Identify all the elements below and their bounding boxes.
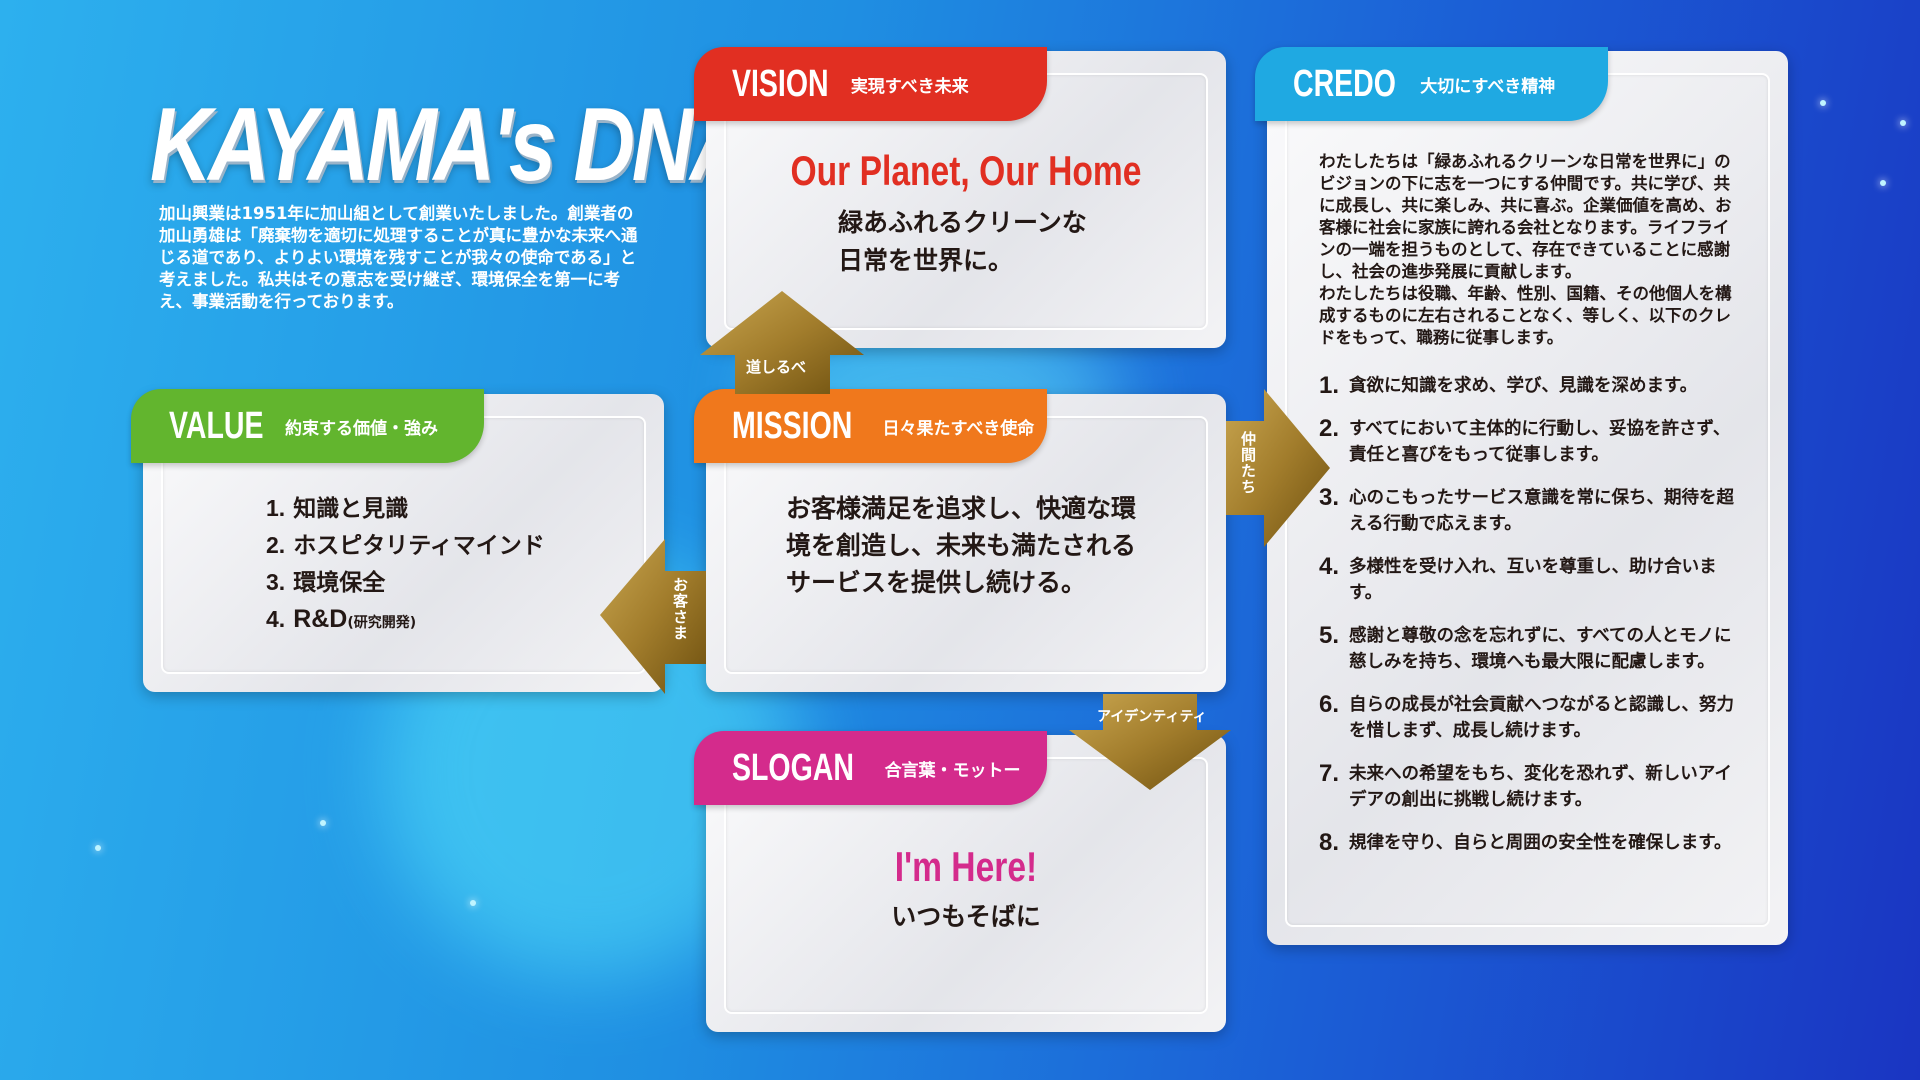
value-list: 1.知識と見識 2.ホスピタリティマインド 3.環境保全 4.R&D(研究開発) [266, 490, 545, 641]
sparkle [1900, 120, 1906, 126]
arrow-left-icon: お客さま [600, 539, 706, 694]
vision-header: VISION 実現すべき未来 [694, 47, 1047, 121]
vision-line: 緑あふれるクリーンな [838, 208, 1087, 237]
credo-label: CREDO [1293, 62, 1396, 105]
mission-header: MISSION 日々果たすべき使命 [694, 389, 1047, 463]
value-item: 1.知識と見識 [266, 495, 409, 522]
mission-text: お客様満足を追求し、快適な環境を創造し、未来も満たされるサービスを提供し続ける。 [786, 494, 1137, 597]
value-item: 3.環境保全 [266, 569, 386, 596]
value-header: VALUE 約束する価値・強み [131, 389, 484, 463]
credo-intro: わたしたちは「緑あふれるクリーンな日常を世界に」のビジョンの下に志を一つにする仲… [1319, 152, 1732, 347]
arrow-right-label: 仲間たち [1239, 431, 1257, 495]
credo-item: 6.自らの成長が社会貢献へつながると認識し、努力を惜しまず、成長し続けます。 [1319, 691, 1734, 742]
value-item: 2.ホスピタリティマインド [266, 532, 545, 559]
mission-label: MISSION [732, 404, 853, 447]
page-title: KAYAMA's DNA [150, 87, 752, 203]
credo-item: 3.心のこもったサービス意識を常に保ち、期待を超える行動で応えます。 [1319, 484, 1734, 535]
credo-item: 4.多様性を受け入れ、互いを尊重し、助け合います。 [1319, 553, 1717, 604]
slogan-sub: 合言葉・モットー [884, 760, 1021, 781]
value-sub: 約束する価値・強み [284, 418, 438, 439]
credo-item: 8.規律を守り、自らと周囲の安全性を確保します。 [1319, 829, 1732, 856]
credo-sub: 大切にすべき精神 [1420, 76, 1556, 97]
credo-list: 1.貪欲に知識を求め、学び、見識を深めます。 2.すべてにおいて主体的に行動し、… [1319, 373, 1739, 873]
slogan-headline: I'm Here! [894, 843, 1038, 890]
vision-line: 日常を世界に。 [838, 246, 1014, 275]
arrow-up-label: 道しるべ [746, 358, 807, 376]
sparkle [95, 845, 101, 851]
arrow-down-label: アイデンティティ [1097, 709, 1207, 725]
arrow-left-label: お客さま [671, 577, 689, 641]
vision-headline: Our Planet, Our Home [790, 147, 1142, 194]
sparkle [1880, 180, 1886, 186]
credo-header: CREDO 大切にすべき精神 [1255, 47, 1608, 121]
arrow-up-icon: 道しるべ [700, 291, 865, 394]
credo-card: わたしたちは「緑あふれるクリーンな日常を世界に」のビジョンの下に志を一つにする仲… [1267, 51, 1788, 945]
sparkle [320, 820, 326, 826]
credo-item: 5.感謝と尊敬の念を忘れずに、すべての人とモノに慈しみを持ち、環境へも最大限に配… [1319, 622, 1732, 673]
sparkle [470, 900, 476, 906]
slogan-text: いつもそばに [891, 902, 1041, 931]
credo-item: 2.すべてにおいて主体的に行動し、妥協を許さず、責任と喜びをもって従事します。 [1319, 415, 1731, 466]
credo-item: 7.未来への希望をもち、変化を恐れず、新しいアイデアの創出に挑戦し続けます。 [1319, 760, 1732, 811]
vision-label: VISION [732, 62, 829, 105]
value-item: 4.R&D(研究開発) [266, 605, 417, 633]
arrow-right-icon: 仲間たち [1226, 389, 1330, 547]
slogan-label: SLOGAN [732, 746, 854, 789]
mission-sub: 日々果たすべき使命 [882, 418, 1035, 439]
vision-text: 緑あふれるクリーンな 日常を世界に。 [838, 204, 1087, 280]
credo-item: 1.貪欲に知識を求め、学び、見識を深めます。 [1319, 372, 1698, 399]
company-intro: 加山興業は1951年に加山組として創業いたしました。創業者の加山勇雄は「廃棄物を… [159, 204, 638, 311]
vision-sub: 実現すべき未来 [850, 76, 969, 97]
slogan-header: SLOGAN 合言葉・モットー [694, 731, 1047, 805]
sparkle [1820, 100, 1826, 106]
value-label: VALUE [169, 404, 264, 447]
arrow-down-icon: アイデンティティ [1069, 694, 1231, 790]
